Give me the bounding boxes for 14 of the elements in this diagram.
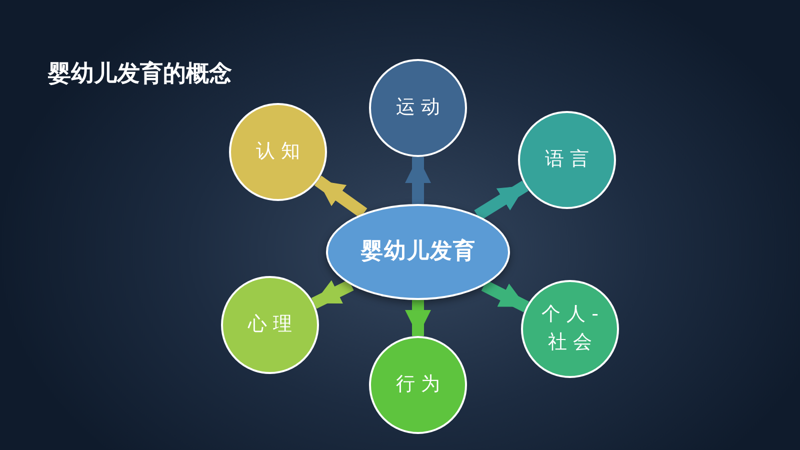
title: 婴幼儿发育的概念 [48, 60, 232, 89]
block-arrow [474, 180, 528, 220]
node-label: 个人-社会 [540, 302, 606, 355]
node-label: 运动 [395, 95, 447, 120]
node-label: 认知 [255, 139, 307, 164]
block-arrow [314, 176, 368, 218]
block-arrow [405, 300, 431, 336]
block-arrow [311, 280, 354, 309]
node-label: 行为 [395, 372, 447, 398]
node-label: 心理 [246, 312, 299, 338]
block-arrow [481, 280, 529, 312]
node-label: 语言 [544, 147, 596, 172]
block-arrow [405, 157, 431, 204]
node-label: 婴幼儿发育 [360, 238, 476, 266]
